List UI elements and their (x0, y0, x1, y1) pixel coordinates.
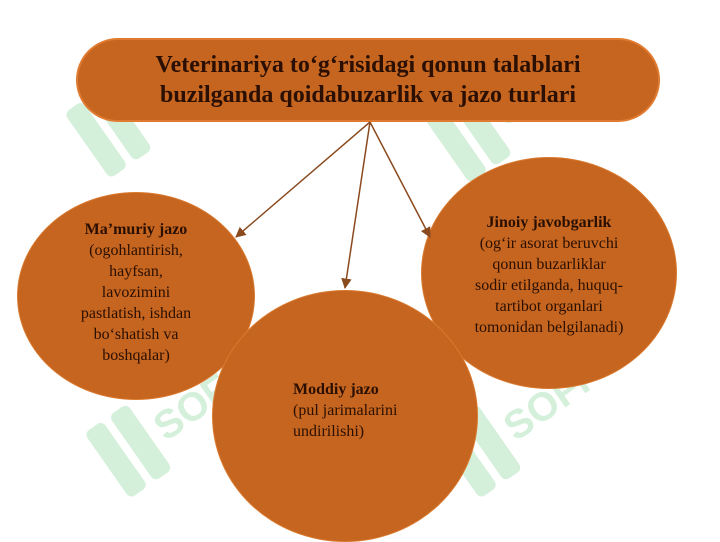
node-administrative-heading: Ma’muriy jazo (84, 221, 188, 238)
node-administrative-line: lavozimini (101, 284, 171, 301)
node-criminal-liability: Jinoiy javobgarlik (og‘ir asorat beruvch… (421, 157, 677, 389)
title-line-1: Veterinariya to‘g‘risidagi qonun talabla… (155, 52, 581, 78)
node-material-heading: Moddiy jazo (293, 381, 379, 398)
node-administrative-line: bo‘shatish va (93, 326, 179, 343)
node-administrative-penalty: Ma’muriy jazo (ogohlantirish, hayfsan, l… (17, 192, 255, 400)
node-criminal-text: Jinoiy javobgarlik (og‘ir asorat beruvch… (422, 212, 676, 338)
title-box: Veterinariya to‘g‘risidagi qonun talabla… (76, 38, 660, 122)
node-administrative-line: pastlatish, ishdan (80, 305, 192, 322)
node-material-text: Moddiy jazo (pul jarimalarini undirilish… (293, 379, 397, 442)
node-material-penalty: Moddiy jazo (pul jarimalarini undirilish… (212, 290, 478, 542)
node-criminal-heading: Jinoiy javobgarlik (486, 214, 612, 231)
arrow-to-material (341, 121, 371, 290)
title-line-2: buzilganda qoidabuzarlik va jazo turlari (159, 82, 577, 108)
node-criminal-line: tartibot organlari (495, 298, 603, 315)
title-text: Veterinariya to‘g‘risidagi qonun talabla… (155, 50, 580, 110)
node-administrative-text: Ma’muriy jazo (ogohlantirish, hayfsan, l… (18, 219, 254, 366)
node-criminal-line: sodir etilganda, huquq- (475, 277, 623, 294)
node-administrative-line: hayfsan, (109, 263, 163, 280)
node-material-line: undirilishi) (293, 423, 365, 440)
node-administrative-line: boshqalar) (102, 347, 170, 364)
node-criminal-line: (og‘ir asorat beruvchi (479, 235, 619, 252)
arrow-to-criminal (369, 121, 431, 238)
node-material-line: (pul jarimalarini (293, 402, 398, 419)
node-criminal-line: tomonidan belgilanadi) (474, 319, 624, 336)
node-administrative-line: (ogohlantirish, (89, 242, 183, 259)
arrow-to-administrative (235, 121, 371, 238)
node-criminal-line: qonun buzarliklar (492, 256, 606, 273)
